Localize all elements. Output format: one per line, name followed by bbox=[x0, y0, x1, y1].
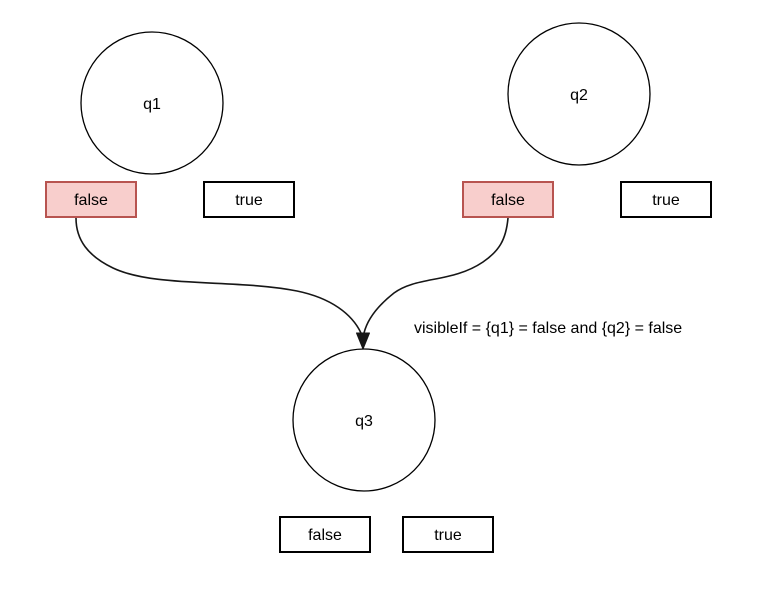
q3-circle bbox=[292, 348, 436, 492]
q1-option-false[interactable]: false bbox=[45, 181, 137, 218]
q2-true-label: true bbox=[652, 192, 680, 209]
q2-circle bbox=[507, 22, 651, 166]
q3-option-false[interactable]: false bbox=[279, 516, 371, 553]
q2-true-box[interactable] bbox=[620, 181, 712, 218]
node-q2: q2 bbox=[507, 22, 651, 166]
q2-label: q2 bbox=[570, 87, 588, 104]
visibleif-condition-label: visibleIf = {q1} = false and {q2} = fals… bbox=[414, 320, 682, 337]
node-q3: q3 bbox=[292, 348, 436, 492]
q3-true-box[interactable] bbox=[402, 516, 494, 553]
q1-label: q1 bbox=[143, 96, 161, 113]
q1-option-true[interactable]: true bbox=[203, 181, 295, 218]
q2-option-true[interactable]: true bbox=[620, 181, 712, 218]
node-q1: q1 bbox=[80, 31, 224, 175]
q3-false-box[interactable] bbox=[279, 516, 371, 553]
q2-false-box[interactable] bbox=[462, 181, 554, 218]
q1-true-box[interactable] bbox=[203, 181, 295, 218]
q1-true-label: true bbox=[235, 192, 263, 209]
q1-circle bbox=[80, 31, 224, 175]
q3-true-label: true bbox=[434, 527, 462, 544]
arrowhead-into-q3 bbox=[356, 332, 370, 350]
q1-false-box[interactable] bbox=[45, 181, 137, 218]
q2-option-false[interactable]: false bbox=[462, 181, 554, 218]
edges-layer bbox=[75, 217, 509, 350]
edge-q1-false-to-q3 bbox=[75, 217, 362, 334]
q2-false-label: false bbox=[491, 192, 525, 209]
edge-q2-false-to-q3 bbox=[363, 217, 509, 334]
q3-option-true[interactable]: true bbox=[402, 516, 494, 553]
q3-label: q3 bbox=[355, 413, 373, 430]
q1-false-label: false bbox=[74, 192, 108, 209]
q3-false-label: false bbox=[308, 527, 342, 544]
